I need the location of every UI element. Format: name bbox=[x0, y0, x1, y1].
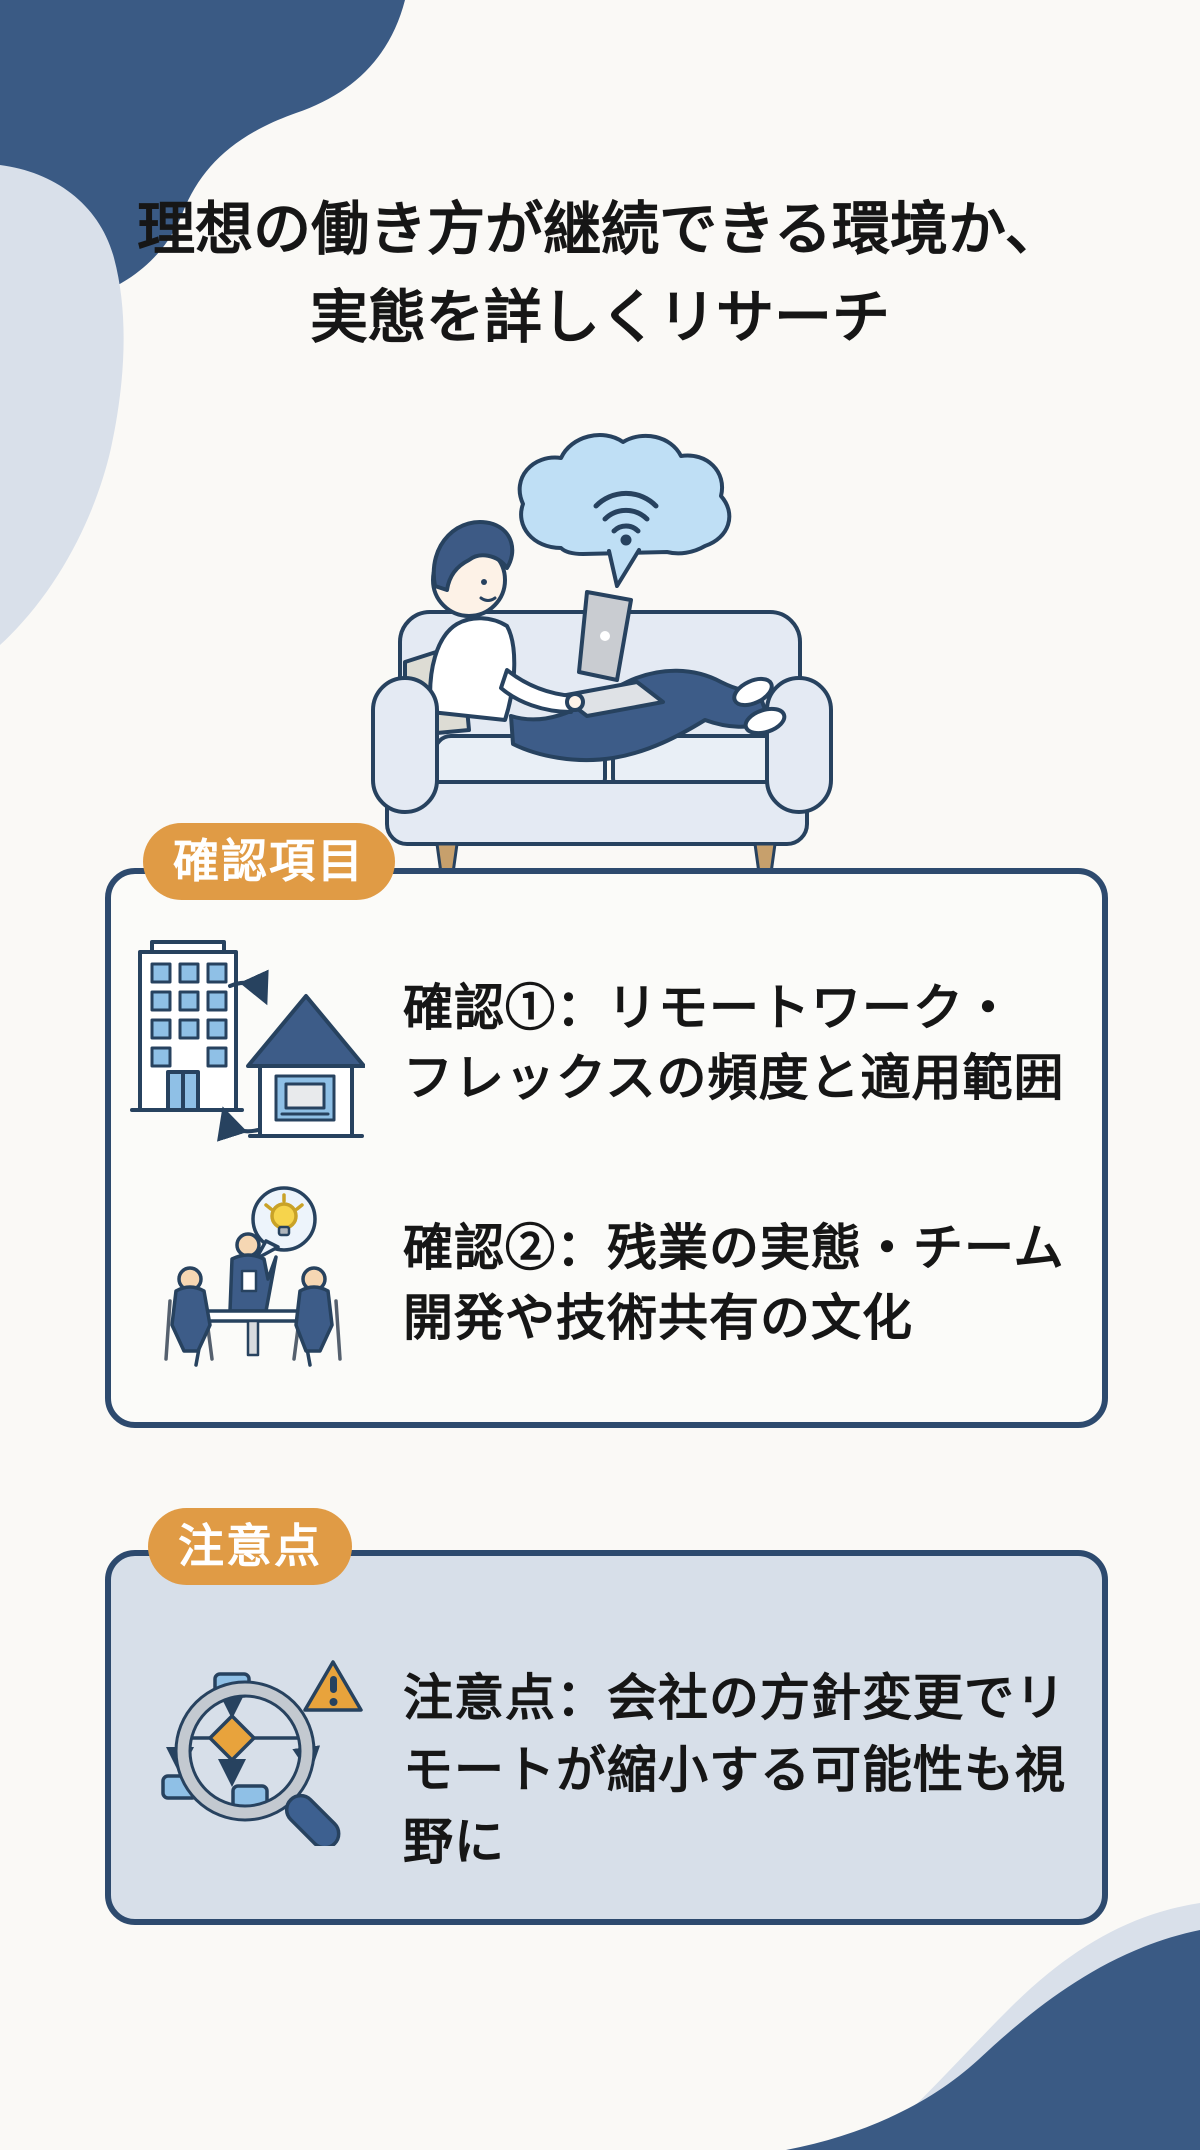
office-to-home-icon bbox=[130, 940, 365, 1142]
lightbulb-icon bbox=[264, 1193, 304, 1237]
check-items-card: 確認項目 bbox=[105, 823, 1108, 1428]
team-meeting-idea-icon bbox=[164, 1186, 342, 1367]
item-text-line: 確認②：残業の実態・チーム bbox=[403, 1220, 1065, 1276]
blob-bottom-right-light bbox=[868, 1903, 1200, 2150]
remote-work-illustration bbox=[371, 433, 833, 875]
item-text-line: 野に bbox=[403, 1814, 505, 1870]
shoe-1 bbox=[732, 676, 774, 708]
item-text-line: 注意点：会社の方針変更でリ bbox=[403, 1670, 1066, 1726]
title-line-1: 理想の働き方が継続できる環境か、 bbox=[137, 197, 1063, 262]
check-item-2-text: 確認②：残業の実態・チーム 開発や技術共有の文化 bbox=[403, 1213, 1065, 1353]
sofa-armrest-right bbox=[765, 676, 833, 814]
item-text-line: フレックスの頻度と適用範囲 bbox=[403, 1050, 1065, 1106]
risk-flowchart-magnifier-icon bbox=[161, 1660, 363, 1846]
wifi-icon bbox=[593, 490, 659, 534]
caution-item-text: 注意点：会社の方針変更でリ モートが縮小する可能性も視 野に bbox=[403, 1662, 1066, 1878]
person-hand bbox=[565, 692, 585, 712]
person-hair bbox=[431, 520, 515, 592]
item-text-line: 確認①：リモートワーク・ bbox=[403, 980, 1014, 1036]
caution-badge: 注意点 bbox=[148, 1508, 352, 1585]
sofa-base bbox=[385, 780, 809, 846]
sofa-armrest-left bbox=[371, 676, 439, 814]
caution-card: 注意点 bbox=[105, 1508, 1108, 1925]
check-badge: 確認項目 bbox=[143, 823, 395, 900]
item-text-line: モートが縮小する可能性も視 bbox=[403, 1742, 1066, 1798]
person-arm bbox=[499, 668, 575, 714]
shoe-2 bbox=[743, 706, 787, 736]
page-title: 理想の働き方が継続できる環境か、 実態を詳しくリサーチ bbox=[0, 186, 1200, 362]
item-text-line: 開発や技術共有の文化 bbox=[403, 1290, 913, 1346]
title-line-2: 実態を詳しくリサーチ bbox=[309, 285, 890, 350]
check-item-1-text: 確認①：リモートワーク・ フレックスの頻度と適用範囲 bbox=[403, 973, 1065, 1113]
cloud-tail bbox=[607, 548, 641, 588]
blob-bottom-right-dark bbox=[786, 1930, 1200, 2150]
